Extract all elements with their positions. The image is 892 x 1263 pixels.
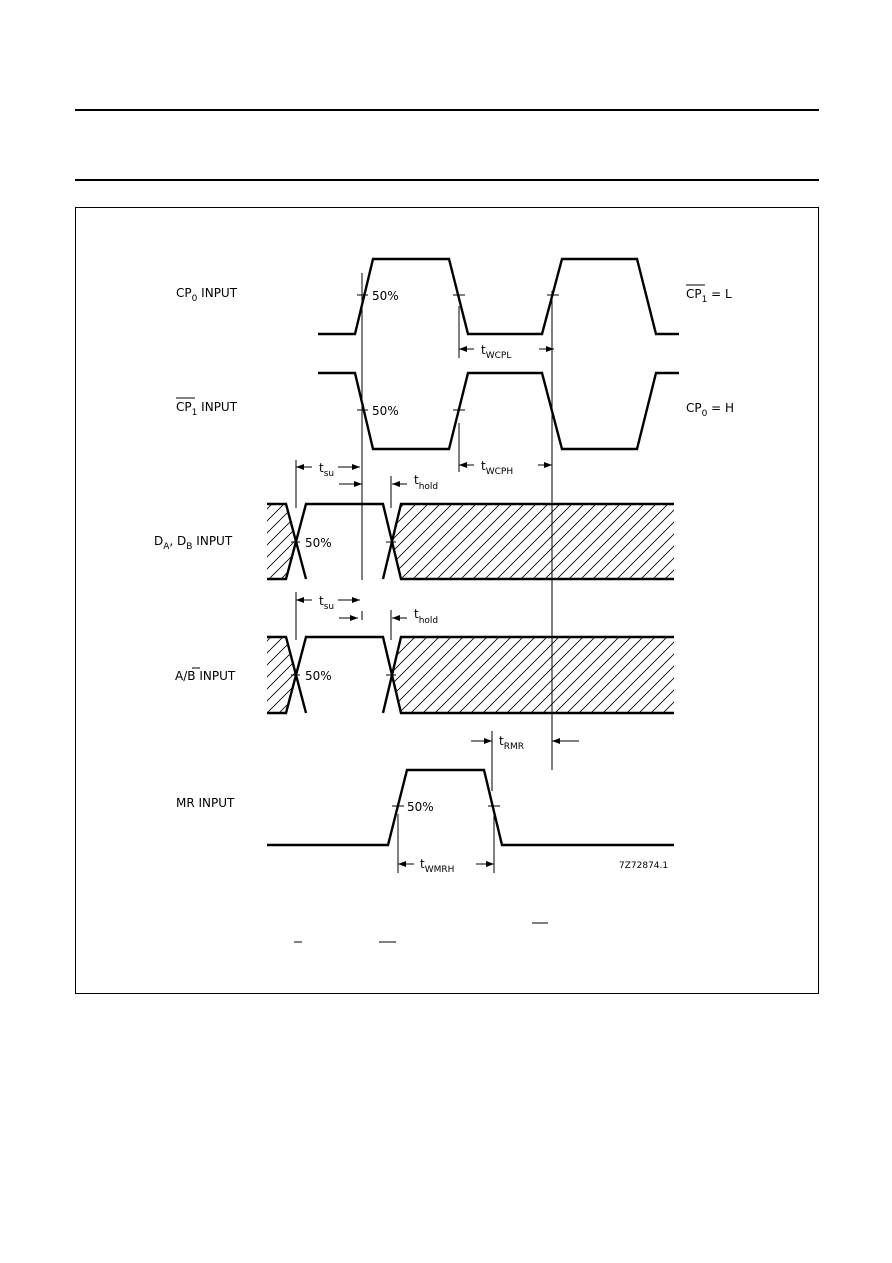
tsu-data-dimension [295, 460, 362, 508]
ab-label: A/B INPUT [175, 669, 236, 683]
mr-waveform [267, 768, 674, 847]
mr-label: MR INPUT [176, 796, 235, 810]
cp1-low-note: CP1 = L [686, 287, 732, 305]
trmr-dimension [471, 731, 579, 791]
ab-percent: 50% [305, 669, 332, 683]
cp0-waveform [318, 257, 679, 336]
cp0-label: CP0 INPUT [176, 286, 238, 304]
ab-waveform [267, 635, 674, 715]
twmrh-dimension [397, 814, 495, 873]
trmr-label: tRMR [499, 734, 524, 752]
header-rule-top [75, 109, 819, 111]
mr-percent: 50% [407, 800, 434, 814]
twcph-label: tWCPH [481, 459, 513, 477]
twmrh-label: tWMRH [420, 857, 454, 875]
thold-data-label: thold [414, 473, 438, 492]
tsu-ab-dimension [295, 592, 363, 640]
thold-ab-dimension [390, 610, 407, 640]
figure-code: 7Z72874.1 [619, 861, 668, 871]
data-label: DA, DB INPUT [154, 534, 233, 552]
twcpl-label: tWCPL [481, 343, 511, 361]
data-waveform [267, 502, 674, 581]
tsu-data-label: tsu [319, 461, 334, 479]
cp1-label: CP1 INPUT [176, 400, 238, 418]
twcph-dimension [458, 423, 552, 472]
thold-data-dimension [390, 476, 407, 508]
thold-ab-label: thold [414, 607, 438, 626]
figure-frame: CP0 INPUT CP1 = L 50% tWCPL CP1 INPUT CP… [75, 207, 819, 994]
data-percent: 50% [305, 536, 332, 550]
tsu-ab-label: tsu [319, 594, 334, 612]
timing-diagram: CP0 INPUT CP1 = L 50% tWCPL CP1 INPUT CP… [154, 257, 734, 943]
cp1-waveform [318, 371, 679, 451]
cp0-percent: 50% [372, 289, 399, 303]
cp1-percent: 50% [372, 404, 399, 418]
cp0-high-note: CP0 = H [686, 401, 734, 419]
header-rule-bottom [75, 179, 819, 181]
